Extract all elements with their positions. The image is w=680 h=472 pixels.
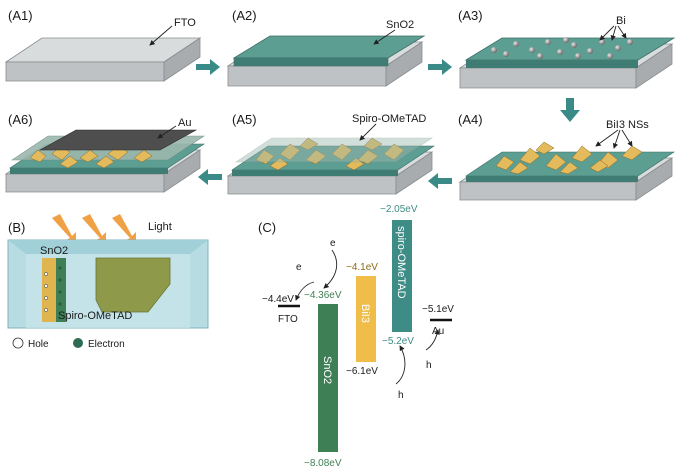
flow-arrow-left-1 — [198, 169, 222, 185]
flow-arrow-right-1 — [196, 59, 220, 75]
spiro-label-b: Spiro-OMeTAD — [58, 310, 132, 322]
spiro-bar-label: spiro-OMeTAD — [395, 226, 407, 299]
hole-label-2: h — [426, 360, 432, 371]
panel-a1: (A1) FTO — [4, 8, 202, 82]
panel-a5-label: (A5) — [232, 112, 257, 127]
panel-c: (C) −4.4eV FTO −4.36eV −8.08eV SnO2 −4.1… — [258, 204, 454, 469]
electron-legend-label: Electron — [88, 339, 125, 350]
panel-a2: (A2) SnO2 — [226, 8, 426, 87]
fto-annotation: FTO — [174, 17, 196, 29]
fto-name: FTO — [278, 314, 298, 325]
light-rays — [52, 214, 136, 244]
panel-b: (B) Light SnO2 Spiro-OMeTAD — [7, 214, 209, 350]
hole-label-1: h — [398, 390, 404, 401]
panel-a1-label: (A1) — [8, 8, 33, 23]
light-label: Light — [148, 221, 172, 233]
panel-a3-label: (A3) — [458, 8, 483, 23]
flow-arrow-left-2 — [428, 173, 452, 189]
panel-a6-label: (A6) — [8, 112, 33, 127]
hole-legend-label: Hole — [28, 339, 49, 350]
bii3-bar-label: BiI3 — [359, 304, 371, 323]
sno2-bar-label: SnO2 — [321, 356, 333, 384]
electron-label-1: e — [330, 238, 336, 249]
hole-legend-icon — [12, 337, 24, 349]
panel-a2-label: (A2) — [232, 8, 257, 23]
sno2-top-energy: −4.36eV — [304, 290, 342, 301]
electron-label-2: e — [296, 262, 302, 273]
panel-c-label: (C) — [258, 220, 276, 235]
panel-a5: (A5) Spiro-OMeTAD — [226, 112, 435, 195]
fto-energy: −4.4eV — [262, 294, 294, 305]
bi-annotation: Bi — [616, 15, 626, 27]
panel-a4-label: (A4) — [458, 112, 483, 127]
panel-a3: (A3) Bi — [458, 8, 676, 89]
panel-b-label: (B) — [8, 220, 25, 235]
spiro-top-energy: −2.05eV — [380, 204, 418, 215]
sno2-annotation: SnO2 — [386, 19, 414, 31]
panel-a6: (A6) Au — [4, 112, 205, 193]
panel-a4: (A4) BiI3 NSs — [458, 112, 675, 201]
bii3-annotation: BiI3 NSs — [606, 119, 649, 131]
spiro-annotation: Spiro-OMeTAD — [352, 113, 426, 125]
electron-legend-icon — [73, 338, 83, 348]
sno2-label-b: SnO2 — [40, 245, 68, 257]
sno2-bottom-energy: −8.08eV — [304, 458, 342, 469]
spiro-bar — [392, 220, 412, 332]
spiro-bottom-energy: −5.2eV — [382, 336, 414, 347]
bii3-bar — [356, 276, 376, 362]
sno2-bar — [318, 304, 338, 452]
bii3-top-energy: −4.1eV — [346, 262, 378, 273]
au-annotation: Au — [178, 117, 191, 129]
flow-arrow-right-2 — [428, 59, 452, 75]
bii3-bottom-energy: −6.1eV — [346, 366, 378, 377]
au-energy: −5.1eV — [422, 304, 454, 315]
bi-particles — [491, 37, 633, 59]
flow-arrow-down — [560, 98, 580, 122]
